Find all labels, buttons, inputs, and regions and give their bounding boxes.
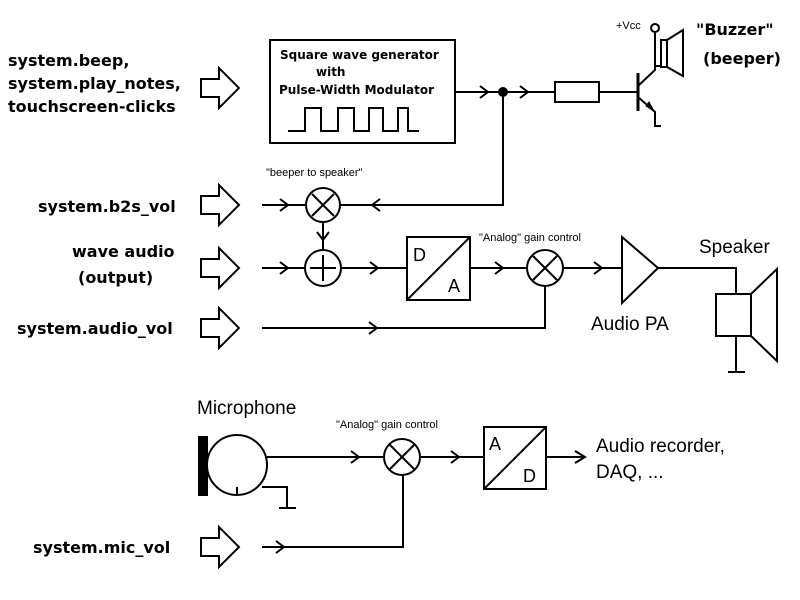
buzzer-driver-transistor xyxy=(636,23,661,127)
input-arrow-mic-vol xyxy=(200,526,240,568)
buzzer-label: "Buzzer" xyxy=(696,20,774,39)
microphone-label: Microphone xyxy=(197,398,296,419)
square-wave-generator: Square wave generator with Pulse-Width M… xyxy=(269,39,456,144)
audio-power-amplifier xyxy=(621,234,660,306)
input-gain-multiplier xyxy=(383,438,421,476)
square-wave-icon xyxy=(288,107,419,132)
input-label-mic-vol: system.mic_vol xyxy=(33,538,170,557)
beeper-multiplier xyxy=(305,187,341,223)
recorder-label-line1: Audio recorder, xyxy=(596,436,725,457)
system-sound-sources: system.beep, system.play_notes, touchscr… xyxy=(8,51,181,116)
adc-top-letter: A xyxy=(489,434,501,454)
vcc-label: +Vcc xyxy=(616,20,641,32)
input-arrow-b2s-vol xyxy=(200,184,240,226)
generator-with: with xyxy=(316,65,345,79)
output-gain-multiplier xyxy=(526,249,564,287)
input-arrow-audio-vol xyxy=(200,307,240,349)
recorder-label-line2: DAQ, ... xyxy=(596,462,664,483)
input-arrow-wave-audio xyxy=(200,247,240,289)
dac-bottom-letter: A xyxy=(448,276,460,296)
generator-title: Square wave generator xyxy=(280,48,439,62)
dac-top-letter: D xyxy=(413,245,426,265)
input-label-audio-vol: system.audio_vol xyxy=(17,319,173,338)
speaker-icon xyxy=(715,266,778,373)
beeper-to-speaker-label: "beeper to speaker" xyxy=(266,167,363,179)
audio-pa-label: Audio PA xyxy=(591,314,669,335)
resistor xyxy=(554,81,600,103)
generator-pwm: Pulse-Width Modulator xyxy=(279,83,434,97)
adc-block: A D xyxy=(483,426,547,490)
speaker-label: Speaker xyxy=(699,237,770,258)
dac-block: D A xyxy=(406,236,471,301)
input-gain-control-label: "Analog" gain control xyxy=(336,419,438,431)
adc-bottom-letter: D xyxy=(523,466,536,486)
input-label-touchscreen-clicks: touchscreen-clicks xyxy=(8,97,176,116)
input-label-b2s-vol: system.b2s_vol xyxy=(38,197,176,216)
beeper-label: (beeper) xyxy=(703,49,781,68)
output-gain-control-label: "Analog" gain control xyxy=(479,232,581,244)
microphone-icon xyxy=(198,434,296,509)
input-arrow-system-sounds xyxy=(200,67,240,109)
audio-adder xyxy=(304,249,342,287)
input-label-wave-audio-output: (output) xyxy=(78,268,153,287)
input-label-wave-audio: wave audio xyxy=(72,242,175,261)
input-label-system-beep: system.beep, xyxy=(8,51,129,70)
buzzer-icon xyxy=(655,28,684,78)
input-label-play-notes: system.play_notes, xyxy=(8,74,181,93)
